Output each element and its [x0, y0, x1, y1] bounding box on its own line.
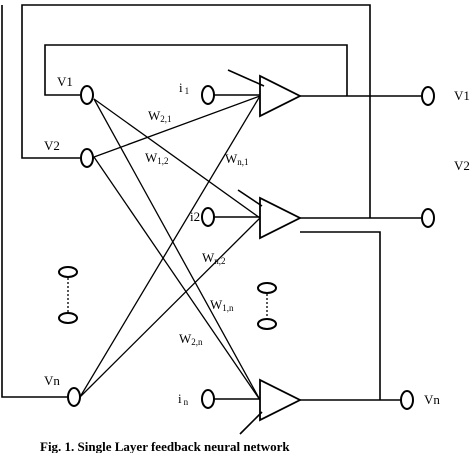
- weight-label-w1n: W1,n: [210, 297, 234, 313]
- neuron-nodes: [67, 85, 94, 407]
- figure-caption: Fig. 1. Single Layer feedback neural net…: [40, 439, 290, 453]
- feedback-loop-v1: [44, 44, 348, 96]
- neuron-node-vn: [67, 387, 81, 407]
- output-labels: V1 V2 Vn: [424, 88, 470, 407]
- output-label-v2: V2: [454, 158, 470, 173]
- amplifiers: [227, 69, 303, 435]
- connection-v1-ampn: [93, 98, 261, 401]
- neuron-labels: V1 V2 Vn: [44, 74, 73, 388]
- input-node-i1: [201, 85, 215, 105]
- feedback-loop-v2: [21, 4, 371, 218]
- vn-input-line: [1, 5, 70, 398]
- amplifier-n: [259, 378, 303, 422]
- output-node-v1: [421, 86, 435, 106]
- weight-connections: [79, 95, 261, 401]
- amplifier-n-arrow: [239, 411, 263, 435]
- ellipsis-symbols: [58, 266, 277, 330]
- amplifier-2: [259, 196, 303, 240]
- input-lines: [214, 94, 260, 400]
- weight-label-w2n: W2,n: [179, 331, 203, 347]
- weight-label-wn1: Wn,1: [225, 151, 249, 167]
- amplifier-1: [259, 74, 303, 118]
- amplifier-2-arrow: [237, 189, 263, 207]
- neuron-node-v2: [80, 148, 94, 168]
- connection-v2-ampn: [93, 156, 261, 401]
- output-nodes: [400, 86, 435, 410]
- ellipsis-symbol-middle: [257, 282, 277, 330]
- output-node-v2: [421, 208, 435, 228]
- feedback-loop-vn: [300, 231, 381, 400]
- weight-labels: W2,1 W1,2 Wn,1 Wn,2 W1,n W2,n: [145, 108, 249, 347]
- output-label-v1: V1: [454, 88, 470, 103]
- neuron-label-v1: V1: [57, 74, 73, 89]
- neuron-node-v1: [80, 85, 94, 105]
- neuron-label-v2: V2: [44, 138, 60, 153]
- input-nodes: [201, 85, 215, 409]
- weight-label-w12: W1,2: [145, 150, 169, 166]
- amplifier-1-arrow: [227, 69, 265, 87]
- connection-vn-amp1: [79, 95, 261, 398]
- ellipsis-symbol-left: [58, 266, 78, 324]
- input-label-i2: i2: [190, 209, 200, 224]
- feedback-loops: [1, 4, 381, 400]
- weight-label-wn2: Wn,2: [202, 250, 226, 266]
- output-lines: [300, 95, 422, 401]
- output-label-vn: Vn: [424, 392, 440, 407]
- input-node-i2: [201, 207, 215, 227]
- input-node-in: [201, 389, 215, 409]
- connection-v1-amp2: [93, 98, 261, 219]
- connection-vn-amp2: [79, 217, 261, 398]
- connection-v2-amp1: [93, 95, 261, 158]
- weight-label-w21: W2,1: [148, 108, 172, 124]
- neuron-label-vn: Vn: [44, 373, 60, 388]
- output-node-vn: [400, 390, 414, 410]
